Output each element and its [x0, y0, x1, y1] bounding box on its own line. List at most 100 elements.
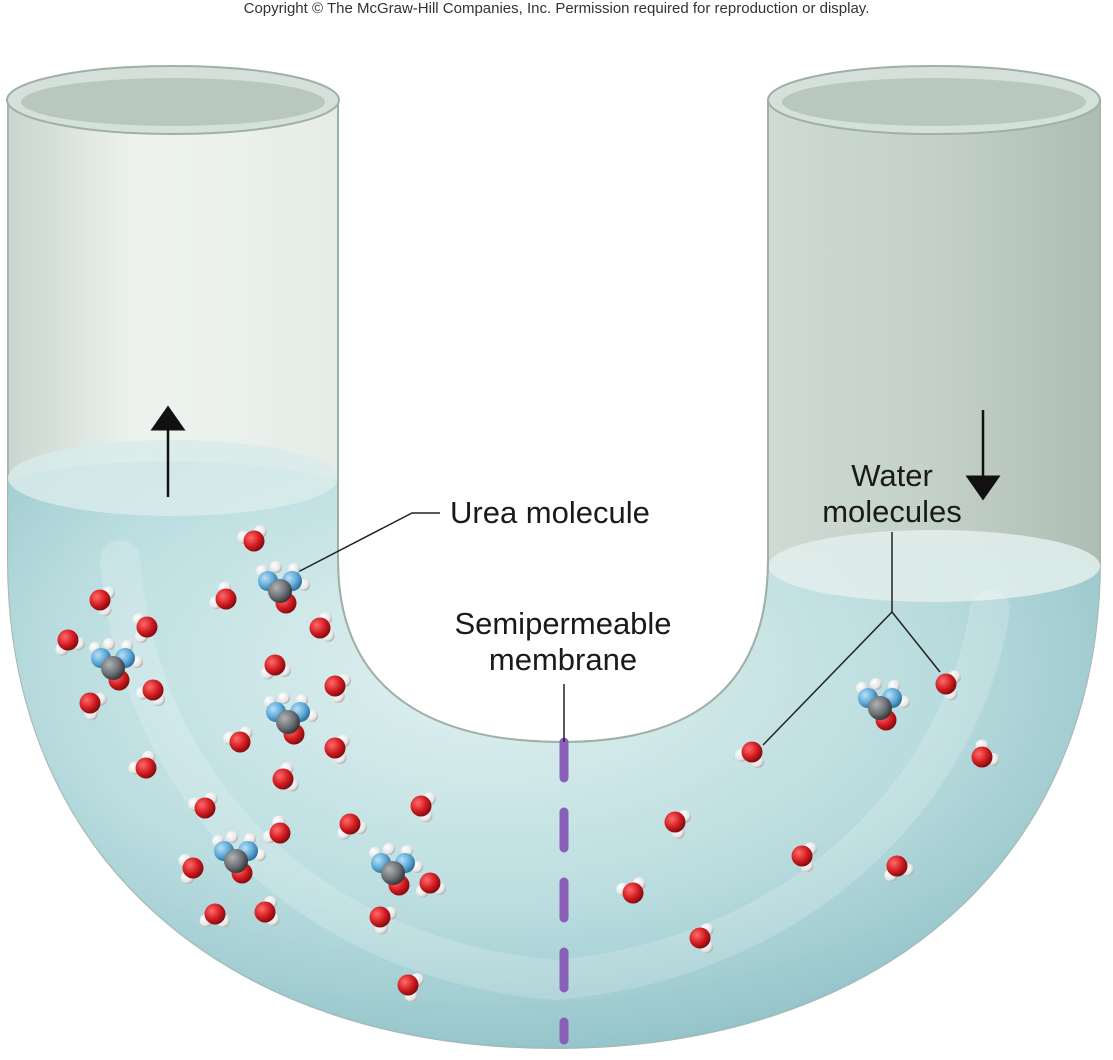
oxygen-atom: [622, 882, 644, 904]
urea-molecule: [256, 561, 310, 614]
oxygen-atom: [215, 588, 237, 610]
oxygen-atom: [689, 927, 711, 949]
hydrogen-atom: [226, 831, 238, 843]
oxygen-atom: [136, 616, 158, 638]
water-molecule: [397, 973, 425, 1003]
water-molecule: [132, 612, 158, 644]
oxygen-atom: [339, 813, 361, 835]
water-molecule: [369, 906, 397, 935]
urea-molecule: [369, 843, 423, 896]
oxygen-atom: [79, 692, 101, 714]
oxygen-atom: [886, 855, 908, 877]
oxygen-atom: [142, 679, 164, 701]
oxygen-atom: [194, 797, 216, 819]
hydrogen-atom: [278, 692, 290, 704]
oxygen-atom: [935, 673, 957, 695]
oxygen-atom: [664, 811, 686, 833]
hydrogen-atom: [383, 843, 395, 855]
water-molecule: [254, 895, 280, 927]
water-molecule: [337, 813, 367, 840]
urea-molecule: [89, 638, 143, 691]
water-leader-right: [891, 611, 941, 673]
water-molecule: [664, 810, 692, 840]
water-molecule: [199, 903, 230, 928]
membrane-label-line1: Semipermeable: [454, 606, 672, 641]
water-molecule: [209, 581, 237, 610]
water-molecule: [128, 750, 157, 779]
water-molecule: [309, 611, 335, 643]
water-molecule: [260, 654, 292, 680]
oxygen-atom: [369, 906, 391, 928]
oxygen-atom: [410, 795, 432, 817]
water-molecule: [237, 525, 267, 552]
oxygen-atom: [324, 675, 346, 697]
oxygen-atom: [971, 746, 993, 768]
molecules-group: [55, 525, 1000, 1003]
water-molecules-label-line1: Water: [851, 458, 933, 493]
urea-molecule-label: Urea molecule: [450, 495, 650, 530]
right-tube-opening-inner: [782, 78, 1086, 126]
water-molecule: [410, 792, 436, 823]
tube-sheen: [100, 540, 1010, 1001]
left-liquid-surface: [8, 440, 338, 516]
oxygen-atom: [419, 872, 441, 894]
oxygen-atom: [135, 757, 157, 779]
oxygen-atom: [243, 530, 265, 552]
carbon-atom: [276, 710, 300, 734]
hydrogen-atom: [103, 638, 115, 650]
water-molecule: [135, 679, 165, 707]
oxygen-atom: [182, 857, 204, 879]
oxygen-atom: [791, 845, 813, 867]
right-liquid-surface: [768, 530, 1100, 602]
membrane-label-line2: membrane: [488, 642, 638, 677]
carbon-atom: [268, 579, 292, 603]
water-molecule: [734, 741, 764, 769]
water-molecule: [791, 842, 817, 873]
water-molecule: [55, 629, 85, 656]
water-molecule: [188, 792, 218, 819]
oxygen-atom: [204, 903, 226, 925]
oxygen-atom: [324, 737, 346, 759]
oxygen-atom: [272, 768, 294, 790]
hydrogen-atom: [870, 678, 882, 690]
oxygen-atom: [269, 822, 291, 844]
water-molecule: [89, 586, 115, 617]
carbon-atom: [101, 656, 125, 680]
urea-molecule: [212, 831, 266, 884]
oxygen-atom: [254, 901, 276, 923]
oxygen-atom: [57, 629, 79, 651]
carbon-atom: [224, 849, 248, 873]
u-tube: [6, 65, 1101, 1050]
urea-leader-line: [297, 512, 440, 573]
water-molecules-label-line2: molecules: [822, 494, 962, 529]
water-molecule: [263, 815, 291, 844]
water-molecule: [415, 872, 447, 898]
water-molecule: [689, 923, 714, 954]
water-molecule: [616, 877, 646, 904]
water-molecule: [935, 670, 961, 701]
water-molecule: [884, 855, 914, 882]
water-molecule: [324, 674, 352, 704]
hydrogen-atom: [270, 561, 282, 573]
oxygen-atom: [229, 731, 251, 753]
left-tube-opening-inner: [21, 78, 325, 126]
oxygen-atom: [89, 589, 111, 611]
water-molecule: [971, 739, 1000, 768]
leader-lines: [297, 512, 941, 746]
copyright-notice: Copyright © The McGraw-Hill Companies, I…: [243, 0, 870, 17]
water-molecule: [79, 692, 107, 721]
water-molecule: [272, 762, 299, 792]
urea-molecule: [856, 678, 910, 731]
carbon-atom: [868, 696, 892, 720]
water-leader-left: [762, 611, 893, 746]
water-molecule: [178, 853, 204, 885]
oxygen-atom: [309, 617, 331, 639]
oxygen-atom: [741, 741, 763, 763]
oxygen-atom: [397, 974, 419, 996]
water-molecule: [324, 734, 350, 765]
carbon-atom: [381, 861, 405, 885]
water-molecule: [223, 726, 253, 753]
oxygen-atom: [264, 654, 286, 676]
urea-molecule: [264, 692, 318, 745]
